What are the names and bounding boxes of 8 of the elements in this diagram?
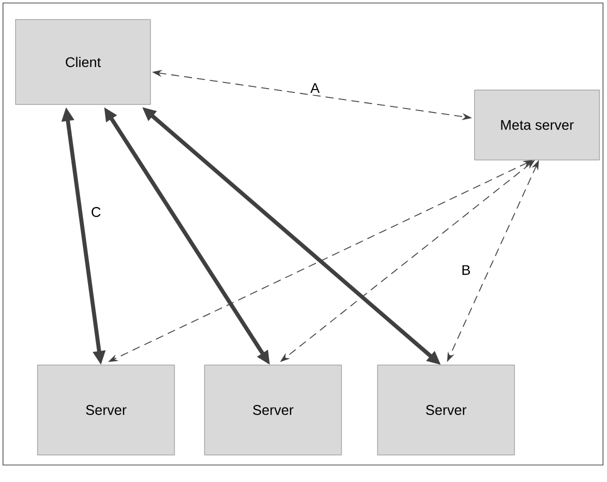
server-box: Server (377, 364, 515, 456)
edge-label: A (308, 81, 322, 95)
client-box: Client (15, 19, 151, 105)
edge-label: C (88, 205, 104, 219)
server-box: Server (204, 364, 342, 456)
edge-label: B (459, 263, 473, 277)
meta-server-box: Meta server (474, 90, 600, 160)
server-box: Server (37, 364, 175, 456)
